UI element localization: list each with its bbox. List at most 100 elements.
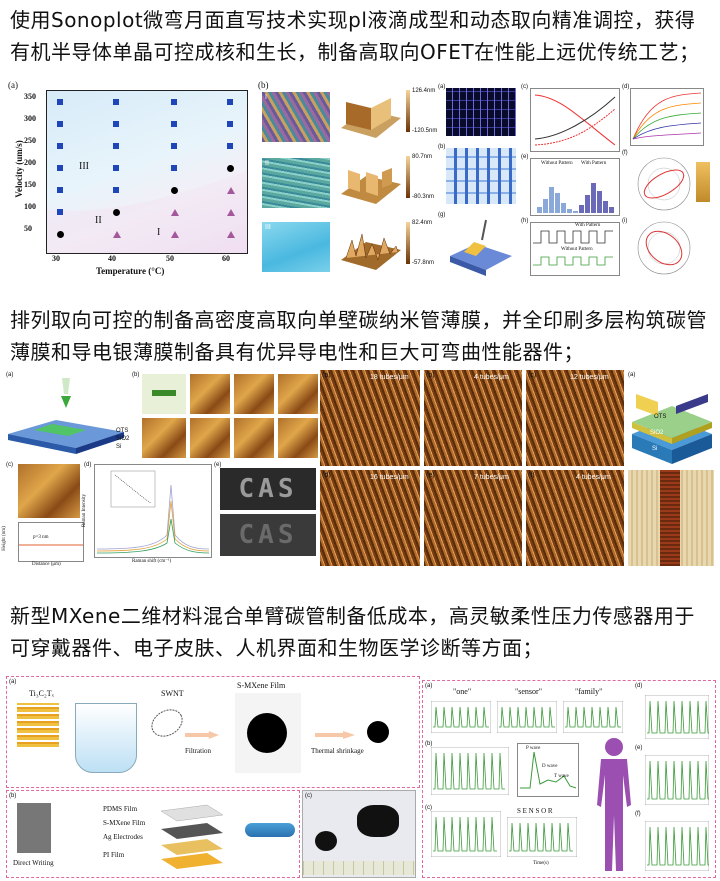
circle-marker <box>57 231 64 238</box>
histogram-bar <box>543 199 548 213</box>
film-title: S-MXene Film <box>237 681 286 690</box>
layer-sio22: SiO2 <box>650 430 664 436</box>
ecg-wave <box>520 751 577 789</box>
histogram-bar <box>603 201 608 213</box>
histogram-bar <box>591 183 596 213</box>
arrow-filtration <box>185 731 219 739</box>
word-one: "one" <box>453 687 472 696</box>
writer-device <box>17 803 51 853</box>
histogram-bar <box>573 211 578 213</box>
signal-trace <box>644 754 711 806</box>
f2-label-a2: (a) <box>322 372 331 379</box>
d-wave: D wave <box>542 764 558 769</box>
histogram-bar <box>567 209 572 213</box>
signals-box: (a) "one" "sensor" "family" (b) P wave D… <box>422 680 716 878</box>
sample-photo <box>142 374 186 414</box>
square-marker <box>227 143 233 149</box>
polar-plot-i <box>637 221 691 275</box>
layer-stack <box>160 804 224 869</box>
transfer-curve-plot <box>530 88 620 152</box>
crystal-image-III: III <box>262 222 330 272</box>
circle-marker <box>227 165 234 172</box>
signal-d <box>644 694 711 740</box>
writing-box: (b) Direct Writing PDMS Film S-MXene Fil… <box>6 790 300 878</box>
signal-trace <box>644 694 711 740</box>
cnt-film-e: 7 tubes/μm(e) <box>424 470 522 566</box>
f2-label-a3: (a) <box>628 372 636 378</box>
f2-label-c: (c) <box>6 462 13 468</box>
height-annot: p=3 nm <box>33 535 49 540</box>
histogram-bar <box>549 187 554 213</box>
histogram-bar <box>585 195 590 213</box>
afm-grid-1 <box>190 374 230 414</box>
triangle-marker <box>227 231 235 238</box>
xtick: 40 <box>108 254 116 263</box>
output-curves <box>632 92 702 140</box>
layer-pdms: PDMS Film <box>103 805 138 813</box>
x-axis-label: Temperature (°C) <box>96 266 165 276</box>
r-label-d: (d) <box>635 683 643 689</box>
ytick: 250 <box>24 136 36 145</box>
f2-label-e2: (e) <box>426 472 435 479</box>
word-sensor: "sensor" <box>515 687 542 696</box>
fabrication-box: (a) Ti₃C₂Tₓ SWNT S-MXene Film Filtration… <box>6 676 420 788</box>
afm-3d-III <box>341 233 401 270</box>
region-II: II <box>95 215 102 226</box>
signal-e <box>644 754 711 806</box>
y-axis-label: Velocity (um/s) <box>14 140 24 198</box>
square-marker <box>57 165 63 171</box>
height-trace <box>19 544 83 546</box>
f2-label-f2: (f) <box>528 472 535 479</box>
transfer-curves <box>534 94 616 146</box>
signal-trace <box>644 820 711 872</box>
panel-label-b: (b) <box>258 80 269 90</box>
sub-label-b: (b) <box>438 144 446 150</box>
triangle-marker <box>171 209 179 216</box>
thermal-label: Thermal shrinkage <box>311 747 364 755</box>
f2-label-d2: (d) <box>322 472 331 479</box>
shrunk-film <box>367 721 389 743</box>
signal-c2 <box>506 816 578 858</box>
signal-trace <box>496 700 558 734</box>
square-marker <box>171 99 177 105</box>
array-image-b <box>446 148 516 204</box>
f3-label-b: (b) <box>9 793 17 799</box>
paragraph-sonoplot: 使用Sonoplot微弯月面直写技术实现pl液滴成型和动态取向精准调控，获得有机… <box>10 8 700 64</box>
f2-label-e: (e) <box>214 462 222 468</box>
f3-label-c: (c) <box>305 793 312 799</box>
r-label-c: (c) <box>425 805 432 811</box>
layer-ots: OTS <box>116 428 129 434</box>
device-schematic-g <box>450 219 512 276</box>
xtick: 50 <box>166 254 174 263</box>
signal-trace <box>430 700 492 734</box>
afm-3d-I <box>341 98 401 138</box>
afm-scale-bot-I: -120.5nm <box>412 128 438 134</box>
legend-without-pattern: Without Pattern <box>541 161 573 166</box>
phase-plot-area: III II I <box>46 90 248 254</box>
paragraph-cnt-films: 排列取向可控的制备高密度高取向单壁碳纳米管薄膜，并全印刷多层构筑碳管薄膜和导电银… <box>10 308 707 364</box>
square-marker <box>57 99 63 105</box>
signal-f <box>644 820 711 872</box>
sub-label-c: (c) <box>521 84 528 90</box>
raman-spectra <box>96 470 210 554</box>
square-marker <box>113 99 119 105</box>
afm-scale-top-I: 126.4nm <box>412 88 436 94</box>
cas-text-2: CAS <box>238 520 298 550</box>
ytick: 150 <box>24 180 36 189</box>
xtick: 30 <box>52 254 60 263</box>
sub-label-i: (i) <box>622 218 628 224</box>
signal-c1 <box>430 810 502 858</box>
film-square <box>235 693 301 773</box>
raman-plot <box>94 464 212 558</box>
sensor-letters: S E N S O R <box>517 807 553 815</box>
afm-scale-bot-III: -57.8nm <box>412 260 435 266</box>
histogram-bar <box>579 205 584 213</box>
afm-colorbar-I <box>406 90 410 132</box>
p-wave: P wave <box>526 746 541 751</box>
region-III: III <box>79 161 89 172</box>
swnt-label: SWNT <box>161 689 184 698</box>
circle-marker <box>113 209 120 216</box>
beaker <box>75 703 137 773</box>
square-marker <box>171 165 177 171</box>
image-label-II: II <box>265 160 269 167</box>
